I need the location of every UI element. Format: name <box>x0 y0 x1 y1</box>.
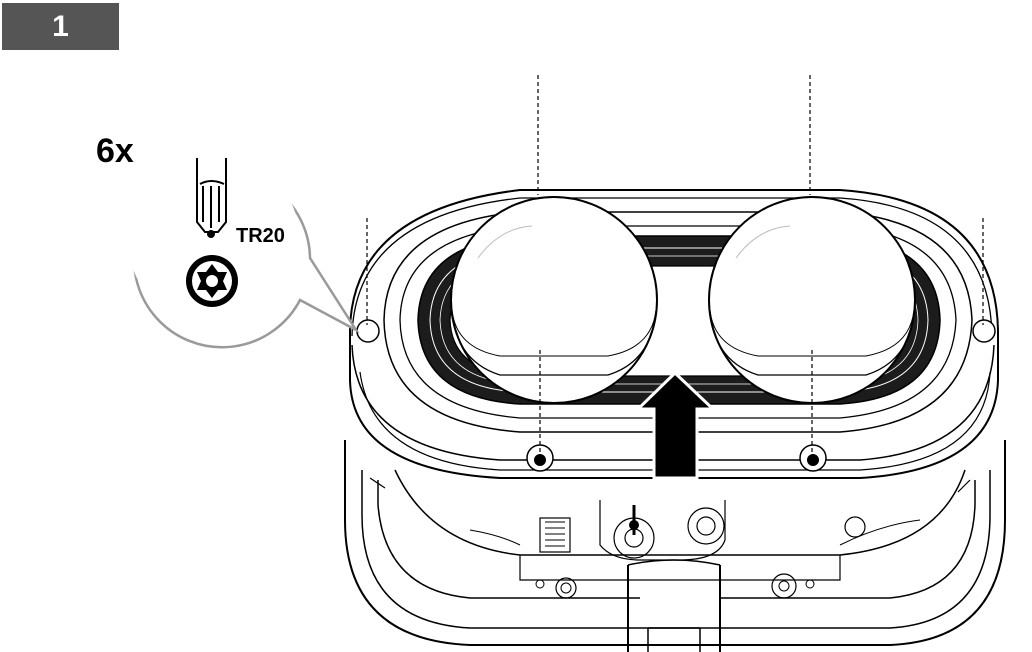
step-number-badge: 1 <box>2 3 119 50</box>
screw-quantity-label: 6x <box>96 132 134 170</box>
screw-guide-lines <box>366 75 984 455</box>
torx-head-icon <box>186 255 238 307</box>
dome-left <box>450 196 658 404</box>
torx-bit-icon <box>196 158 227 238</box>
base-housing <box>344 440 1006 652</box>
lift-direction-arrow <box>634 370 717 480</box>
tool-size-label: TR20 <box>236 225 285 247</box>
tool-callout: TR20 <box>127 152 360 349</box>
